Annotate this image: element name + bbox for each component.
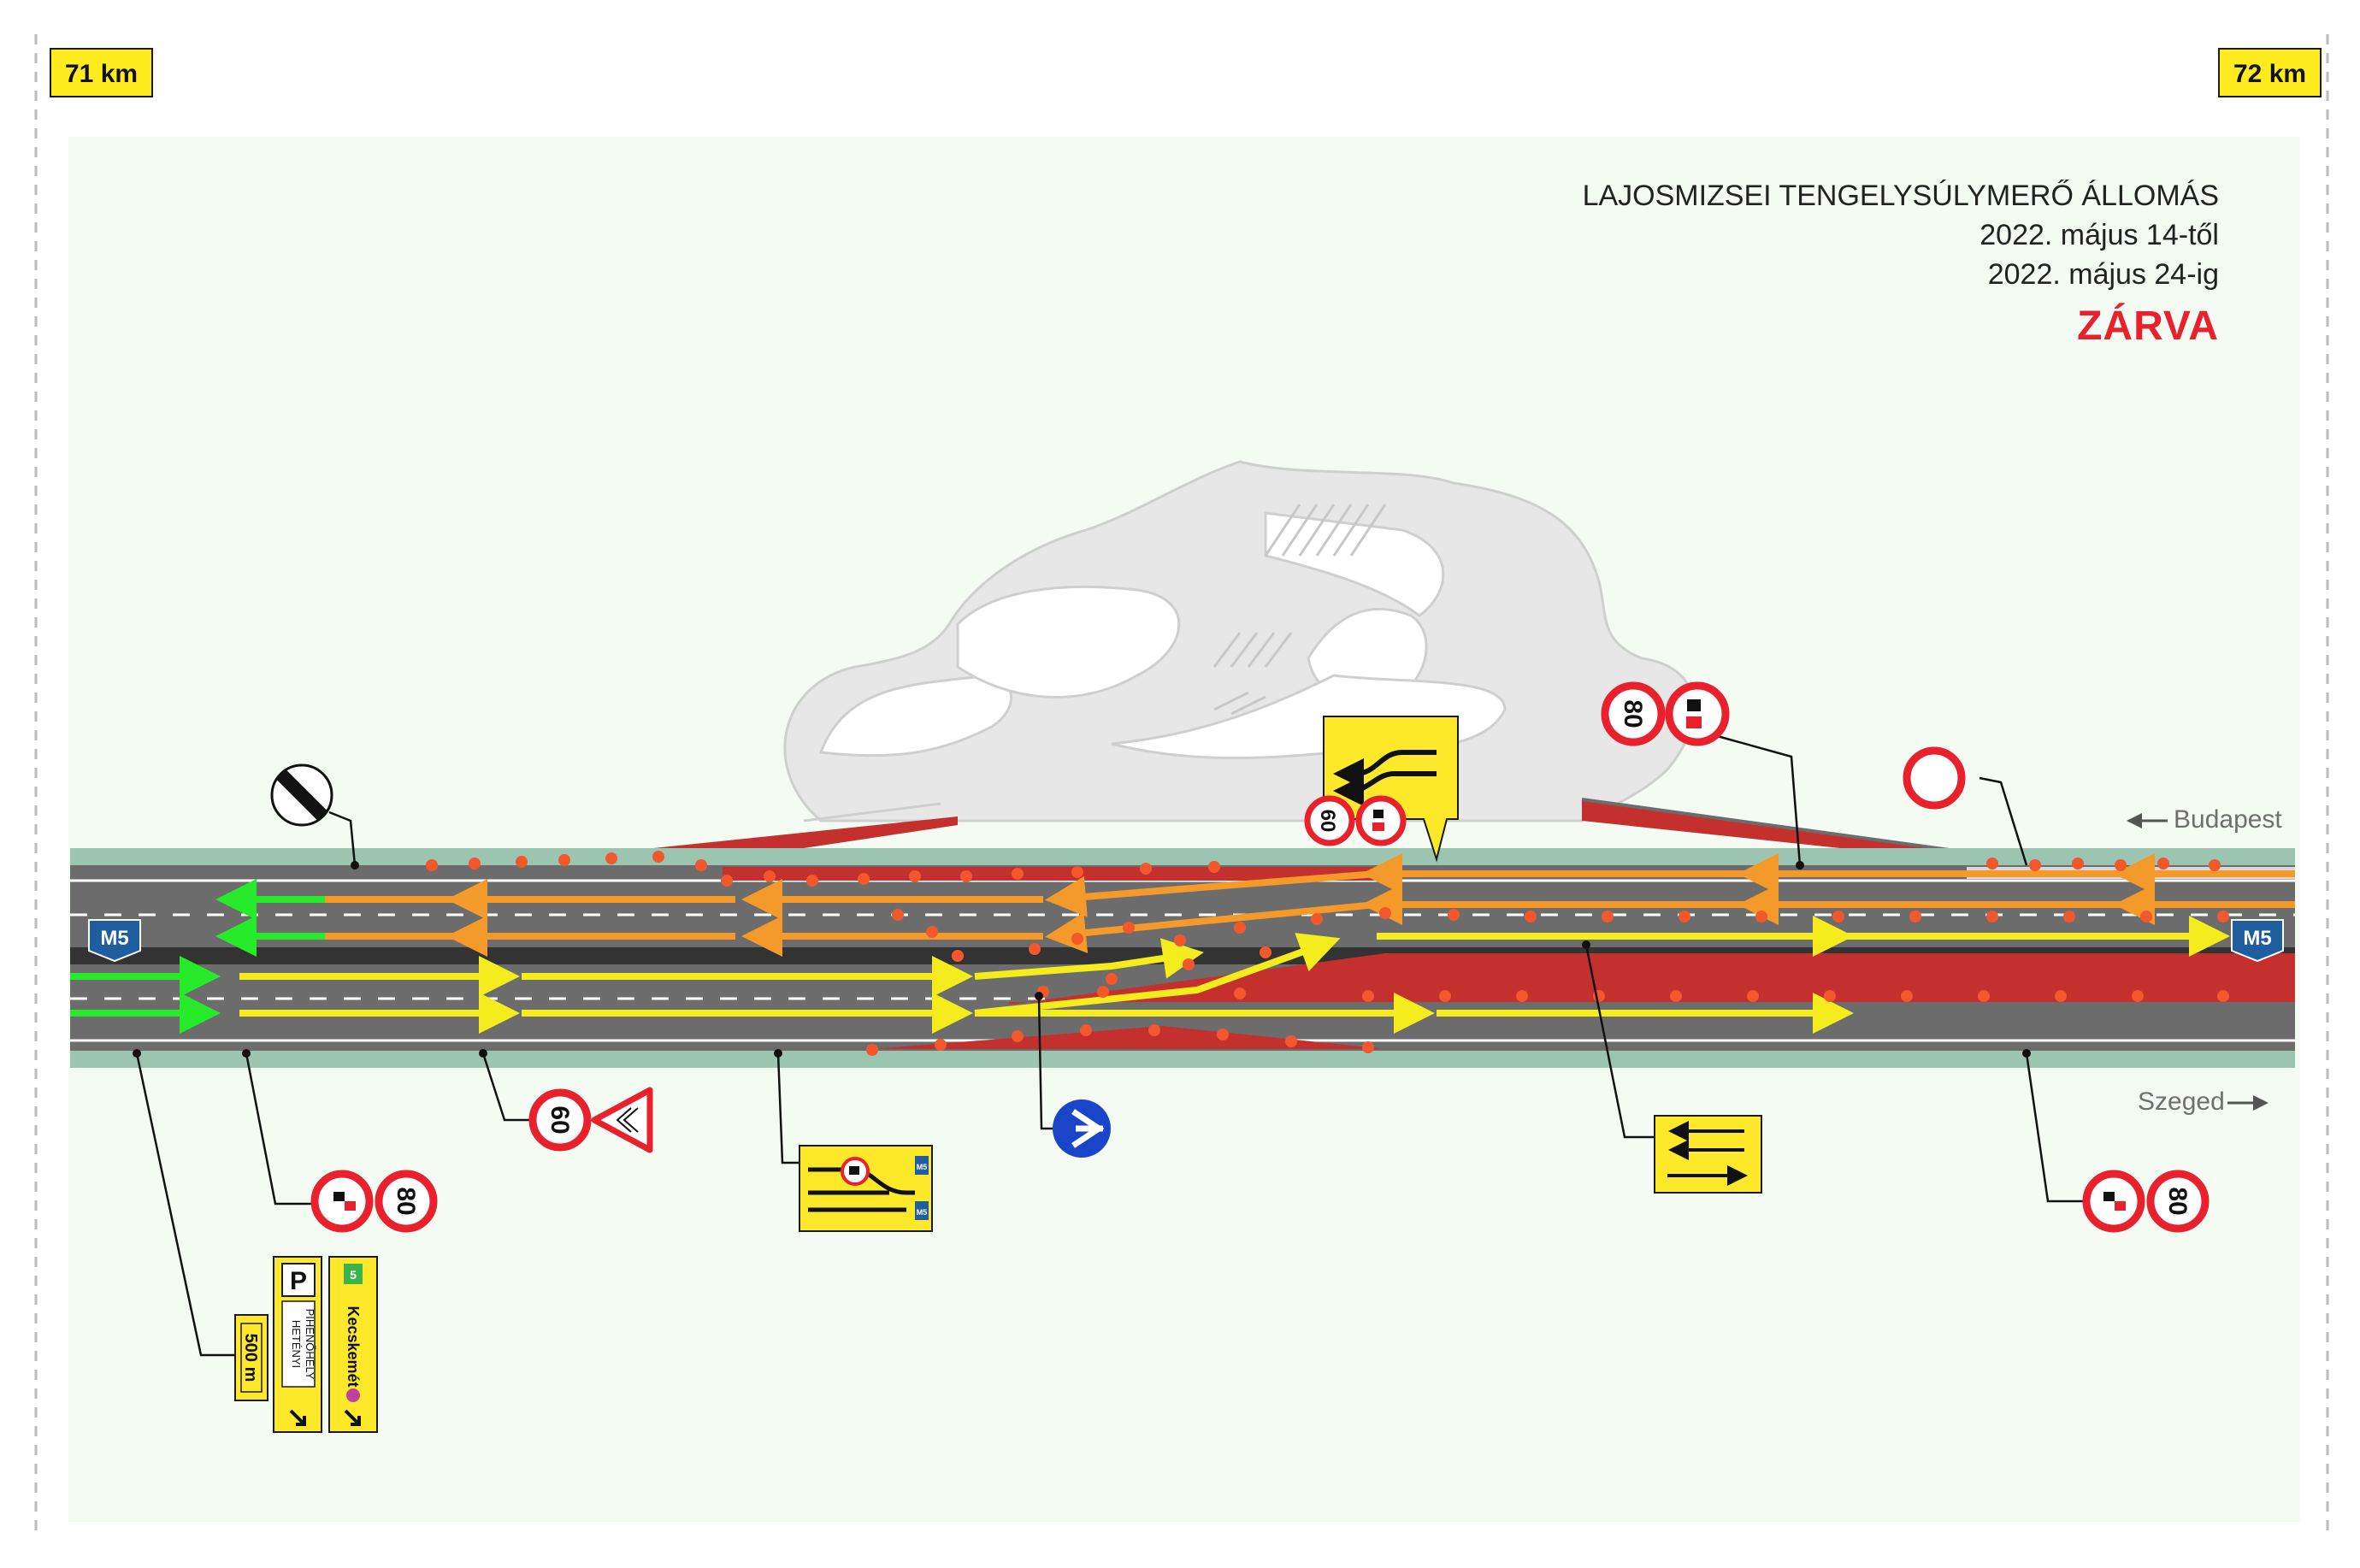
- lane-direction-icon: [1654, 1115, 1762, 1194]
- svg-text:P: P: [290, 1267, 307, 1295]
- km-marker-72: 72 km: [2218, 48, 2322, 97]
- speed-limit-80-south: 80: [310, 1170, 438, 1233]
- speed-limit-80-north: 80: [1601, 681, 1666, 746]
- svg-text:60: 60: [546, 1105, 574, 1134]
- svg-text:M5: M5: [917, 1163, 928, 1171]
- end-of-restrictions-icon: [270, 763, 333, 827]
- notice-station: LAJOSMIZSEI TENGELYSÚLYMERŐ ÁLLOMÁS: [1582, 180, 2219, 212]
- closed-strip-north: [723, 867, 1389, 881]
- route-shield-left: M5: [88, 919, 141, 963]
- lane-change-sign: M5 M5: [799, 1145, 933, 1232]
- road-narrows-icon: [591, 1087, 653, 1153]
- no-overtaking-trucks-icon: [1665, 681, 1730, 746]
- city-icon: [346, 1388, 360, 1402]
- svg-text:M5: M5: [2243, 927, 2271, 950]
- notice-status: ZÁRVA: [2077, 304, 2219, 349]
- keep-right-icon: [1053, 1099, 1111, 1158]
- lane-merge-icon: [1333, 750, 1437, 806]
- closure-notice: LAJOSMIZSEI TENGELYSÚLYMERŐ ÁLLOMÁS 2022…: [1583, 176, 2219, 354]
- arrow-down-right-icon: [289, 1409, 306, 1426]
- south-verge: [70, 1051, 2295, 1068]
- notice-to: 2022. május 24-ig: [1987, 258, 2219, 291]
- svg-text:Kecskemét: Kecskemét: [345, 1306, 362, 1387]
- direction-budapest: Budapest: [2174, 805, 2282, 834]
- svg-text:80: 80: [392, 1187, 420, 1215]
- direction-szeged: Szeged: [2138, 1088, 2225, 1116]
- southbound-lane-arrows: [70, 916, 2230, 1034]
- svg-text:HETÉNYI: HETÉNYI: [290, 1320, 303, 1368]
- svg-text:80: 80: [2163, 1187, 2192, 1215]
- parking-sign: P HETÉNYI PIHENŐHELY: [273, 1256, 322, 1433]
- svg-text:60: 60: [1316, 810, 1339, 833]
- north-verge: [70, 848, 2295, 865]
- svg-text:PIHENŐHELY: PIHENŐHELY: [304, 1309, 316, 1380]
- svg-text:5: 5: [350, 1268, 357, 1282]
- route-shield-right: M5: [2231, 919, 2284, 963]
- svg-text:500 m: 500 m: [241, 1334, 260, 1382]
- speed-limit-80-south-right: 80: [2082, 1170, 2210, 1233]
- no-entry-circle-icon: [1903, 746, 1966, 810]
- svg-text:M5: M5: [100, 927, 128, 950]
- svg-text:M5: M5: [917, 1208, 928, 1217]
- leader-lines: [135, 734, 2086, 1357]
- lane-merge-sign: 60: [1304, 716, 1459, 863]
- leader-dots: [133, 861, 2031, 1058]
- arrow-down-right-icon: [344, 1409, 361, 1426]
- background-area: [68, 137, 2300, 1522]
- notice-from: 2022. május 14-től: [1979, 219, 2219, 251]
- destination-sign: 5 Kecskemét: [328, 1256, 378, 1433]
- closed-shoulder-south: [872, 1026, 1385, 1049]
- svg-text:80: 80: [1619, 699, 1647, 728]
- distance-plate: 500 m: [234, 1314, 268, 1401]
- speed-limit-60: 60: [528, 1088, 592, 1152]
- northbound-lane-arrows: [215, 853, 2295, 957]
- traffic-cones: [426, 851, 2229, 1056]
- km-marker-71: 71 km: [50, 48, 154, 97]
